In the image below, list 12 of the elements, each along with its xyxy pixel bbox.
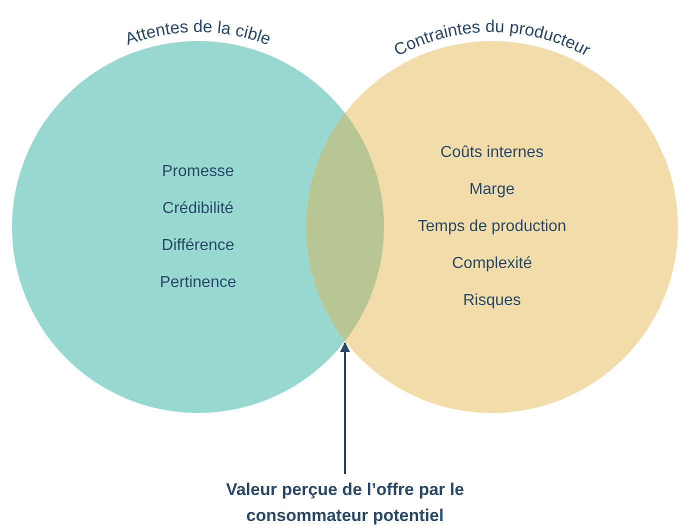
circle-heading: Attentes de la cible	[122, 17, 274, 49]
list-item-text: Coûts internes	[440, 143, 544, 163]
callout-text: Valeur perçue de l’offre par le consommateur potentiel	[224, 479, 466, 527]
list-item-text: Complexité	[452, 254, 532, 274]
list-item-text: Risques	[463, 291, 521, 311]
list-item-text: Marge	[469, 180, 515, 200]
list-item-text: Temps de production	[418, 217, 566, 237]
arrow	[340, 342, 350, 474]
list-item-text: Crédibilité	[162, 199, 234, 219]
list-item-text: Promesse	[162, 162, 234, 182]
list-item-text: Différence	[162, 236, 234, 256]
list-item-text: Pertinence	[160, 273, 236, 293]
